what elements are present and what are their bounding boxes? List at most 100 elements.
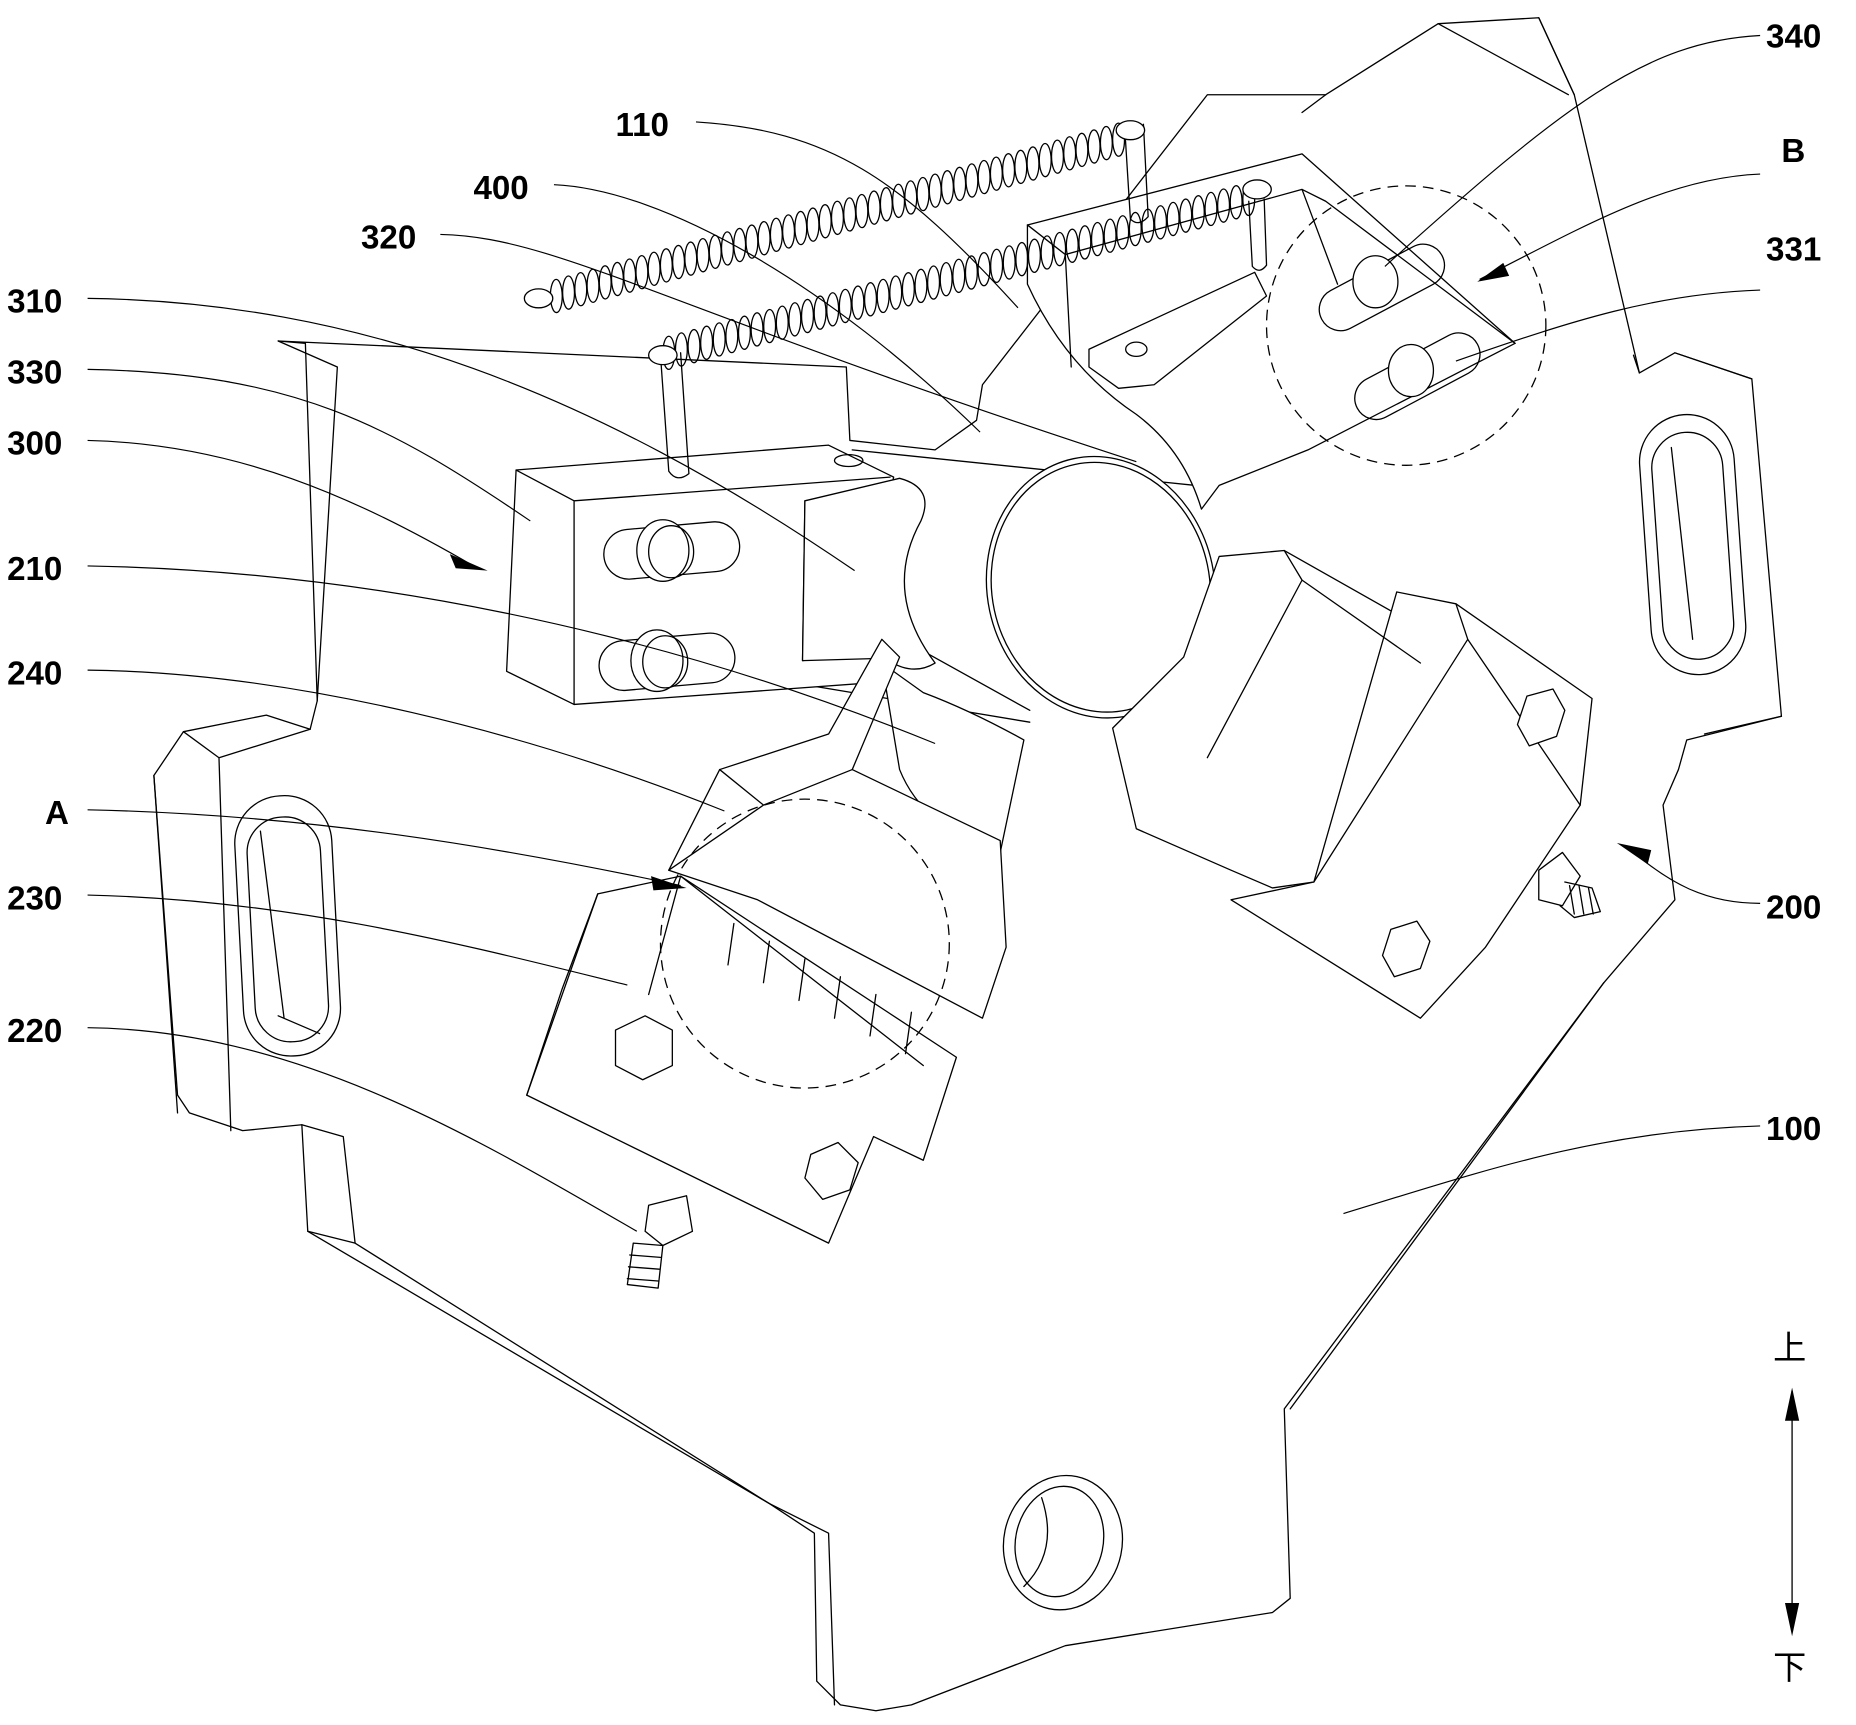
spring-coil xyxy=(904,180,918,215)
spring-coil xyxy=(855,193,869,229)
spring-coil xyxy=(1128,211,1142,247)
label-230: 230 xyxy=(7,880,62,917)
clamp-arm-plate xyxy=(1088,271,1268,389)
spring-coil xyxy=(965,163,979,198)
spring-coil xyxy=(806,207,820,242)
spring-coil xyxy=(757,221,771,256)
leader-230 xyxy=(87,894,628,986)
spring-coil xyxy=(1099,125,1113,161)
base-plate-thickness-left xyxy=(153,728,311,1132)
threaded-stud-right xyxy=(1538,851,1601,919)
slot-bolt-331-upper xyxy=(1318,243,1446,332)
spring-coil xyxy=(989,156,1003,191)
right-slot-hole xyxy=(1638,413,1747,676)
spring-post-right xyxy=(1248,198,1268,271)
leader-300 xyxy=(87,439,474,567)
spring-coil xyxy=(1166,201,1180,237)
spring-coil xyxy=(1179,198,1193,233)
spring-coil xyxy=(1103,218,1117,253)
spring-coil xyxy=(788,302,802,337)
spring-coil xyxy=(1063,136,1077,171)
spring-coil xyxy=(1116,215,1130,250)
spring-coil xyxy=(623,258,637,293)
spring-coil xyxy=(1014,149,1028,185)
spring-coil xyxy=(687,328,701,364)
leader-340 xyxy=(1384,34,1761,267)
spring-coil xyxy=(1001,153,1016,188)
leader-400 xyxy=(553,184,981,433)
arrowhead-200 xyxy=(1616,842,1652,865)
spring-coil xyxy=(843,197,857,232)
upper-right-clamp-block xyxy=(1026,153,1516,510)
spring-coil xyxy=(977,251,991,287)
base-plate-thickness-right xyxy=(1538,17,1783,735)
spring-coil xyxy=(598,265,612,300)
spring-upper xyxy=(549,122,1126,314)
detail-circle-b xyxy=(1265,185,1547,466)
spring-coil xyxy=(926,265,941,300)
spring-coil xyxy=(700,325,714,361)
spring-coil xyxy=(1050,139,1065,174)
spring-coil xyxy=(826,292,840,327)
leader-320 xyxy=(440,233,1137,463)
spring-coil xyxy=(684,241,698,276)
block-pin-hole xyxy=(833,453,864,468)
leader-a xyxy=(87,809,681,887)
label-340: 340 xyxy=(1766,18,1821,55)
spring-hook xyxy=(648,345,678,366)
spring-coil xyxy=(889,275,903,310)
spring-coil xyxy=(916,176,930,212)
spring-coil xyxy=(659,248,673,283)
spring-coil xyxy=(1090,221,1105,257)
spring-coil xyxy=(838,288,852,324)
label-down: 下 xyxy=(1773,1648,1806,1687)
label-up: 上 xyxy=(1773,1328,1806,1367)
label-320: 320 xyxy=(361,220,416,257)
pipe-end-face-inner xyxy=(990,461,1212,713)
leader-330 xyxy=(87,368,531,522)
slot-bolt-331-lower xyxy=(1354,332,1481,421)
lower-clamp-block-240 xyxy=(668,638,1007,1019)
label-310: 310 xyxy=(7,284,62,321)
hex-bolt-left-lower xyxy=(804,1141,859,1200)
spring-coil xyxy=(1040,235,1054,270)
spring-post-left xyxy=(659,352,690,479)
base-plate-diagonal-edge xyxy=(1289,982,1605,1410)
pipe-workpiece xyxy=(674,449,1216,723)
leader-110 xyxy=(695,121,1019,309)
spring-coil xyxy=(800,298,815,334)
clamp-assembly-300 xyxy=(505,352,936,706)
spring-coil xyxy=(1027,238,1041,274)
spring-coil xyxy=(977,159,991,195)
label-330: 330 xyxy=(7,355,62,392)
spring-coil xyxy=(830,200,845,236)
spring-coil xyxy=(1229,185,1243,220)
leader-210 xyxy=(87,565,936,745)
spring-coil xyxy=(635,254,649,290)
arrow-up-icon xyxy=(1784,1387,1800,1421)
spring-coil xyxy=(775,305,789,340)
spring-coil xyxy=(737,315,751,350)
label-110: 110 xyxy=(616,107,669,144)
leader-240 xyxy=(87,669,725,812)
right-clamp-block-lower xyxy=(1230,591,1593,1019)
spring-coil xyxy=(1141,208,1155,243)
spring-coil xyxy=(720,231,735,266)
label-240: 240 xyxy=(7,655,62,692)
spring-coil xyxy=(1015,241,1029,277)
clamp-assembly-200 xyxy=(1112,549,1601,1019)
spring-hook xyxy=(523,288,554,309)
spring-coil xyxy=(671,244,686,280)
spring-coil xyxy=(851,285,865,320)
spring-hook xyxy=(1115,120,1146,141)
spring-coil xyxy=(647,251,661,287)
leader-220 xyxy=(87,1027,638,1232)
spring-coil xyxy=(914,268,928,304)
label-a: A xyxy=(45,795,69,832)
leader-331 xyxy=(1455,289,1761,362)
spring-coil xyxy=(763,308,777,344)
spring-coil xyxy=(574,271,588,307)
spring-coil xyxy=(1065,228,1079,263)
roller-teeth xyxy=(727,922,913,1055)
spring-coil xyxy=(561,275,576,310)
